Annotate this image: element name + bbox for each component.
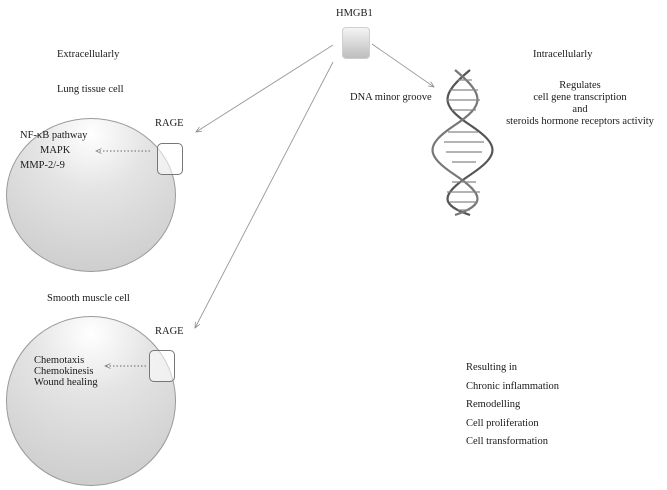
- smooth-muscle-rage-label: RAGE: [155, 326, 184, 337]
- smooth-muscle-rage-receptor: [149, 350, 175, 382]
- result-remodelling: Remodelling: [466, 399, 521, 410]
- effect-wound-healing: Wound healing: [34, 377, 98, 388]
- effect-chemotaxis: Chemotaxis: [34, 355, 85, 366]
- arrow-hmgb1-to-lung-rage: [196, 44, 334, 132]
- regulates-line-2: cell gene transcription: [533, 92, 627, 103]
- hmgb1-icon: [342, 27, 370, 59]
- hmgb1-label: HMGB1: [336, 8, 373, 19]
- extracellular-heading: Extracellularly: [57, 49, 120, 60]
- lung-pathway-mmp: MMP-2/-9: [20, 160, 65, 171]
- lung-rage-receptor: [157, 143, 183, 175]
- lung-pathway-nfkb: NF-κB pathway: [20, 130, 88, 141]
- dna-minor-groove-label: DNA minor groove: [350, 92, 432, 103]
- results-list: Resulting in Chronic inflammation Remode…: [466, 362, 559, 448]
- regulates-line-1: Regulates: [559, 80, 601, 91]
- lung-pathway-mapk: MAPK: [40, 145, 71, 156]
- arrow-hmgb1-to-smooth-muscle-rage: [195, 61, 334, 328]
- result-chronic-inflammation: Chronic inflammation: [466, 380, 560, 392]
- smooth-muscle-cell: [6, 316, 176, 486]
- lung-tissue-cell: [6, 118, 176, 272]
- regulates-line-3: and: [572, 104, 588, 115]
- intracellular-heading: Intracellularly: [533, 49, 593, 60]
- result-cell-transformation: Cell transformation: [466, 436, 548, 447]
- lung-rage-label: RAGE: [155, 118, 184, 129]
- result-cell-proliferation: Cell proliferation: [466, 417, 539, 429]
- regulates-block: Regulates cell gene transcription and st…: [495, 80, 665, 128]
- smooth-muscle-cell-title: Smooth muscle cell: [47, 293, 130, 304]
- arrow-hmgb1-to-dna: [371, 43, 434, 87]
- regulates-line-4: steroids hormone receptors activity: [506, 116, 654, 127]
- lung-cell-title: Lung tissue cell: [57, 84, 124, 95]
- dna-double-helix-icon: [431, 69, 494, 217]
- effect-chemokinesis: Chemokinesis: [34, 366, 94, 377]
- results-heading: Resulting in: [466, 362, 518, 373]
